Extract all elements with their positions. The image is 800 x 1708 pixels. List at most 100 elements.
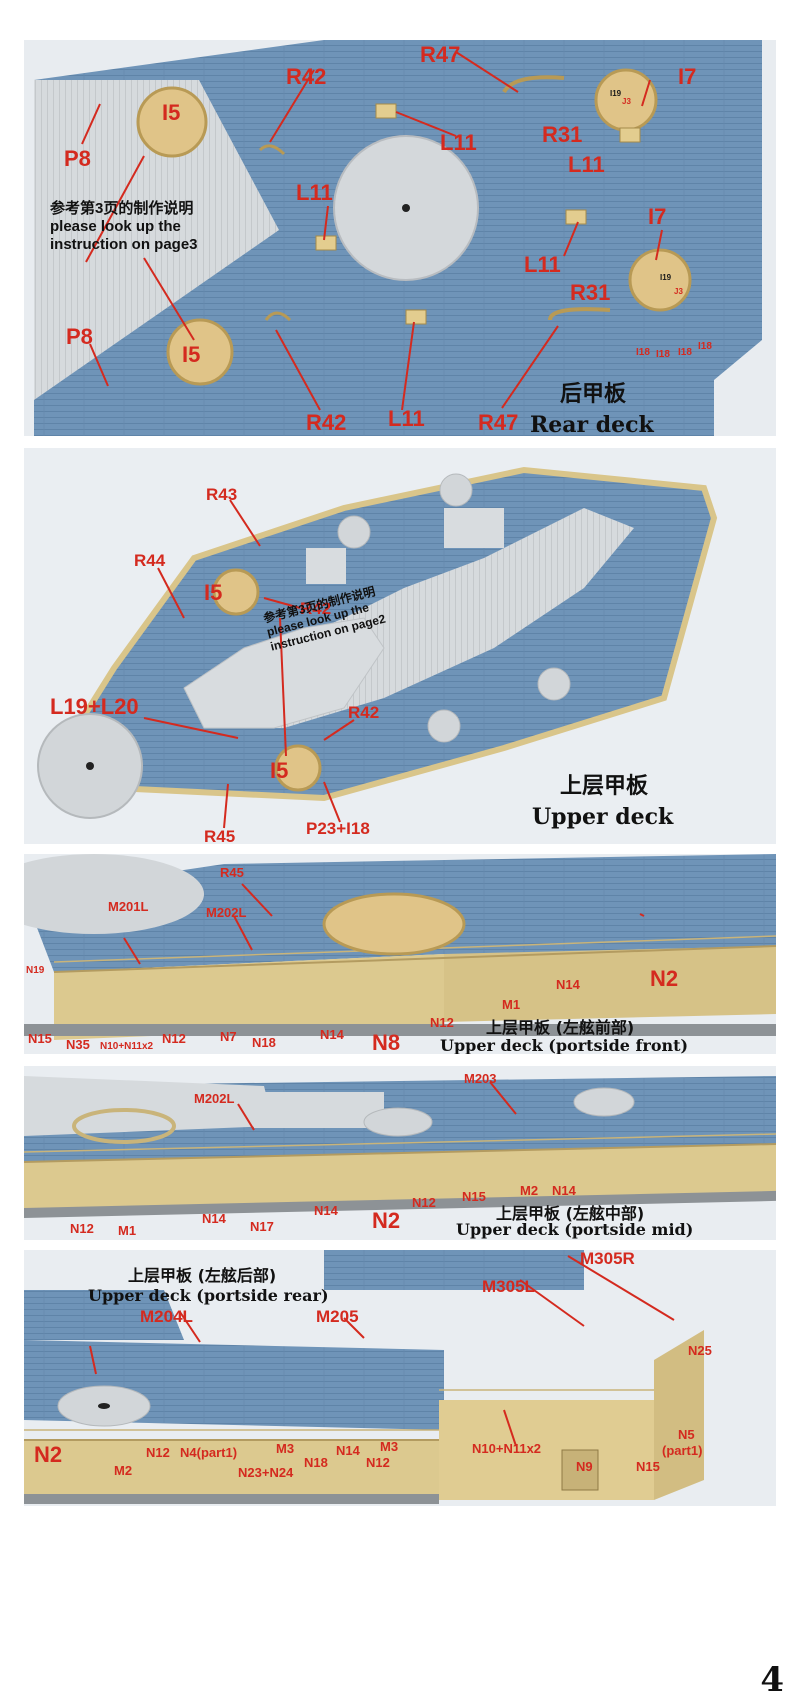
portside-front-title-cn: 上层甲板 (左舷前部) (486, 1018, 635, 1037)
label-l11-c: L11 (296, 180, 333, 205)
label-i18-1: I18 (636, 347, 650, 358)
portside-front-photo (24, 854, 776, 1040)
label-l11-d: L11 (524, 252, 561, 277)
label-n18: N18 (304, 1455, 328, 1470)
label-m305l: M305L (482, 1277, 535, 1296)
label-n14: N14 (336, 1443, 360, 1458)
label-m202l: M202L (194, 1091, 235, 1106)
rear-deck-title-cn: 后甲板 (560, 382, 627, 407)
label-n2: N2 (372, 1208, 401, 1233)
label-m1: M1 (502, 997, 521, 1012)
label-n14-c: N14 (552, 1183, 576, 1198)
label-n17: N17 (250, 1219, 274, 1234)
label-n7: N7 (220, 1029, 237, 1044)
label-n2: N2 (650, 966, 679, 991)
label-n12-b: N12 (412, 1195, 436, 1210)
upper-deck-title-en: Upper deck (532, 804, 674, 830)
rear-deck-note: 参考第3页的制作说明 please look up the instructio… (50, 200, 198, 254)
label-l11-b: L11 (568, 152, 605, 177)
label-n10n11: N10+N11x2 (100, 1041, 154, 1052)
label-i7-top: I7 (678, 64, 697, 89)
label-i5-b: I5 (182, 342, 201, 367)
upper-deck-photo (37, 466, 718, 829)
label-i19-a: I19 (610, 89, 622, 98)
label-r47-top: R47 (420, 42, 461, 67)
label-n19: N19 (26, 965, 45, 976)
label-n14-b: N14 (556, 977, 580, 992)
label-r42-a: R42 (300, 599, 332, 618)
label-l11-e: L11 (388, 406, 425, 431)
label-n5: N5 (678, 1427, 695, 1442)
label-i5-a: I5 (204, 580, 223, 605)
label-n14-a: N14 (202, 1211, 226, 1226)
label-n14-a: N14 (320, 1027, 344, 1042)
label-n12-a: N12 (146, 1445, 170, 1460)
page-number: 4 (760, 1660, 784, 1700)
label-n5-part1: (part1) (662, 1443, 703, 1458)
label-n15: N15 (636, 1459, 660, 1474)
label-m3-b: M3 (380, 1439, 399, 1454)
label-m3-a: M3 (276, 1441, 295, 1456)
portside-mid-panel: M202L M203 N12 M1 N14 N17 N14 N2 N12 N15… (24, 1066, 776, 1240)
label-n15: N15 (462, 1189, 486, 1204)
rear-deck-photo (34, 40, 762, 436)
label-m205: M205 (316, 1307, 359, 1326)
label-m1: M1 (118, 1223, 137, 1238)
label-n9: N9 (576, 1459, 593, 1474)
label-i5-top: I5 (162, 100, 181, 125)
label-m202l: M202L (206, 905, 247, 920)
label-m2: M2 (520, 1183, 539, 1198)
label-n18: N18 (252, 1035, 276, 1050)
label-p8-b: P8 (66, 324, 93, 349)
label-n12-b: N12 (430, 1015, 454, 1030)
label-j3-a: J3 (622, 97, 631, 106)
portside-rear-title-en: Upper deck (portside rear) (88, 1286, 329, 1305)
label-n2: N2 (34, 1442, 63, 1467)
label-m2: M2 (114, 1463, 133, 1478)
label-i18-2: I18 (656, 349, 670, 360)
label-r45: R45 (220, 865, 244, 880)
portside-front-panel: R45 M201L M202L N19 N15 N35 N10+N11x2 N1… (24, 854, 776, 1054)
portside-front-title-en: Upper deck (portside front) (440, 1036, 689, 1054)
label-n25: N25 (688, 1343, 712, 1358)
label-n8: N8 (372, 1030, 401, 1054)
portside-rear-title-cn: 上层甲板 (左舷后部) (128, 1266, 277, 1285)
rear-deck-note-en2: instruction on page3 (50, 236, 198, 253)
label-j3-b: J3 (674, 287, 683, 296)
label-r47-b: R47 (478, 410, 519, 435)
label-r42-b: R42 (306, 410, 347, 435)
label-i18-4: I18 (698, 341, 712, 352)
rear-deck-panel: R47 R42 I5 I7 P8 L11 R31 L11 L11 I7 L11 … (24, 40, 776, 436)
label-m204l: M204L (140, 1307, 193, 1326)
portside-rear-photo (24, 1250, 704, 1504)
label-i7-b: I7 (648, 204, 667, 229)
rear-deck-note-en1: please look up the (50, 218, 181, 235)
label-l11-a: L11 (440, 130, 477, 155)
label-r31-a: R31 (542, 122, 583, 147)
label-m201l: M201L (108, 899, 149, 914)
label-r44: R44 (134, 551, 166, 570)
label-n12-a: N12 (162, 1031, 186, 1046)
label-n4: N4(part1) (180, 1445, 238, 1460)
label-n35: N35 (66, 1037, 90, 1052)
label-n12-a: N12 (70, 1221, 94, 1236)
label-m305r: M305R (580, 1250, 635, 1268)
label-i5-b: I5 (270, 758, 289, 783)
label-r45: R45 (204, 827, 236, 844)
label-r42-top: R42 (286, 64, 327, 89)
label-m203: M203 (464, 1071, 497, 1086)
upper-deck-title-cn: 上层甲板 (560, 774, 649, 799)
label-r43: R43 (206, 485, 238, 504)
label-n15: N15 (28, 1031, 52, 1046)
label-i18-3: I18 (678, 347, 692, 358)
portside-mid-photo (24, 1076, 776, 1218)
rear-deck-note-cn: 参考第3页的制作说明 (50, 200, 194, 217)
label-l19l20: L19+L20 (50, 694, 139, 719)
label-i19-b: I19 (660, 273, 672, 282)
upper-deck-panel: R43 R44 I5 R42 L19+L20 R42 I5 R45 P23+I1… (24, 448, 776, 844)
portside-rear-panel: 上层甲板 (左舷后部) Upper deck (portside rear) M… (24, 1250, 776, 1506)
rear-deck-title-en: Rear deck (530, 412, 654, 436)
label-n14-b: N14 (314, 1203, 338, 1218)
label-n23n24: N23+N24 (238, 1465, 294, 1480)
label-n10n11: N10+N11x2 (472, 1441, 542, 1456)
